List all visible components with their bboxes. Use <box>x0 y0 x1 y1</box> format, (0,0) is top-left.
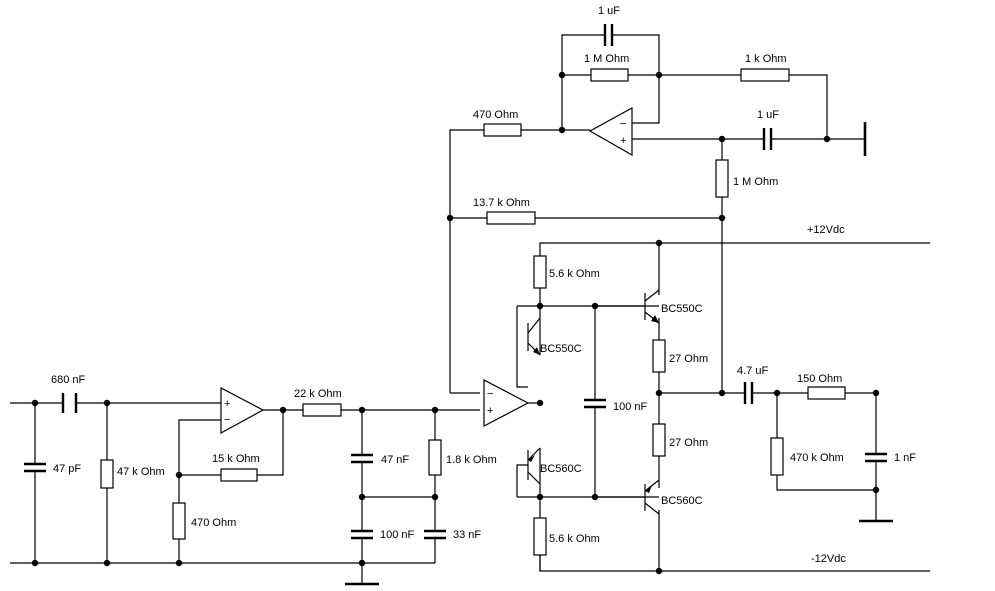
capacitor-33n <box>424 529 446 540</box>
resistor-1k8 <box>428 439 442 476</box>
label-cap-100n-mid: 100 nF <box>613 401 648 413</box>
resistor-5k6-bottom <box>533 517 547 556</box>
resistor-470-feedback <box>483 123 522 137</box>
label-res-470k: 470 k Ohm <box>790 452 844 464</box>
label-res-47k: 47 k Ohm <box>117 466 165 478</box>
label-res-5k6-top: 5.6 k Ohm <box>549 268 600 280</box>
transistor-bc560c-right <box>595 479 660 515</box>
label-res-470-input: 470 Ohm <box>191 517 236 529</box>
label-res-1k8: 1.8 k Ohm <box>446 454 497 466</box>
label-bc550c-right: BC550C <box>661 303 703 315</box>
opamp-1-triangle <box>220 387 265 435</box>
label-cap-680n: 680 nF <box>51 374 86 386</box>
label-bc560c-left: BC560C <box>540 463 582 475</box>
opamp-2: − + <box>483 379 530 427</box>
transistor-bc550c-right <box>595 289 660 324</box>
label-res-150: 150 Ohm <box>797 373 842 385</box>
resistor-1M-top <box>590 68 629 82</box>
wires <box>10 34 930 583</box>
resistor-22k <box>302 403 342 417</box>
capacitors <box>24 24 887 540</box>
label-res-27-bottom: 27 Ohm <box>669 437 708 449</box>
rail-label-neg: -12Vdc <box>811 553 846 565</box>
capacitor-4u7 <box>743 382 754 404</box>
junction-dots <box>31 71 880 575</box>
resistor-470k <box>770 437 784 476</box>
resistor-1k <box>740 68 790 82</box>
capacitor-47n <box>351 453 373 464</box>
label-res-1M-top: 1 M Ohm <box>584 53 629 65</box>
resistor-47k <box>100 459 114 489</box>
transistor-bc550c-left <box>516 305 541 388</box>
opamp-1: + − <box>220 387 265 435</box>
opamp-3-triangle <box>588 106 633 157</box>
capacitor-100n-mid <box>584 398 606 409</box>
label-cap-47n: 47 nF <box>381 454 409 466</box>
label-res-27-top: 27 Ohm <box>669 353 708 365</box>
resistor-150 <box>807 386 846 400</box>
capacitor-47p <box>24 462 46 473</box>
label-cap-1u-right: 1 uF <box>757 109 779 121</box>
label-res-1k: 1 k Ohm <box>745 53 787 65</box>
label-cap-33n: 33 nF <box>453 529 481 541</box>
label-bc550c-left: BC550C <box>540 343 582 355</box>
ground-symbols <box>345 122 893 586</box>
label-cap-1n: 1 nF <box>894 452 916 464</box>
label-cap-47p: 47 pF <box>53 463 81 475</box>
opamp-3-minus: − <box>620 118 626 130</box>
opamp-2-triangle <box>483 379 530 427</box>
resistor-15k <box>220 468 258 482</box>
resistor-13k7 <box>486 211 536 225</box>
capacitor-100n-low <box>351 529 373 540</box>
opamp-3-plus: + <box>620 135 626 147</box>
component-labels: 680 nF 47 pF 47 k Ohm 15 k Ohm 470 Ohm 2… <box>51 5 916 545</box>
capacitor-1u-right <box>762 128 773 150</box>
resistor-470-input <box>172 502 186 540</box>
resistors <box>100 68 846 556</box>
capacitor-680n <box>61 393 78 413</box>
resistor-27-top <box>652 339 666 373</box>
capacitor-1n <box>865 452 887 463</box>
resistor-5k6-top <box>533 255 547 289</box>
label-cap-1u-top: 1 uF <box>598 5 620 17</box>
label-res-13k7: 13.7 k Ohm <box>473 197 530 209</box>
label-res-15k: 15 k Ohm <box>212 453 260 465</box>
opamp-3: − + <box>588 106 633 157</box>
label-res-1M-vertical: 1 M Ohm <box>733 176 778 188</box>
capacitor-1u-top <box>603 24 614 46</box>
label-res-470-feedback: 470 Ohm <box>473 109 518 121</box>
label-cap-4u7: 4.7 uF <box>737 365 768 377</box>
label-bc560c-right: BC560C <box>661 495 703 507</box>
opamp-1-plus: + <box>224 398 230 410</box>
opamp-2-minus: − <box>487 388 493 400</box>
label-res-5k6-bottom: 5.6 k Ohm <box>549 533 600 545</box>
resistor-1M-vertical <box>715 159 729 198</box>
opamp-1-minus: − <box>224 414 230 426</box>
transistor-bc560c-left <box>516 447 541 498</box>
rail-label-pos: +12Vdc <box>807 224 845 236</box>
resistor-27-bottom <box>652 423 666 457</box>
label-res-22k: 22 k Ohm <box>294 388 342 400</box>
rail-labels: +12Vdc -12Vdc <box>807 224 846 565</box>
label-cap-100n-low: 100 nF <box>380 529 415 541</box>
opamp-2-plus: + <box>487 405 493 417</box>
